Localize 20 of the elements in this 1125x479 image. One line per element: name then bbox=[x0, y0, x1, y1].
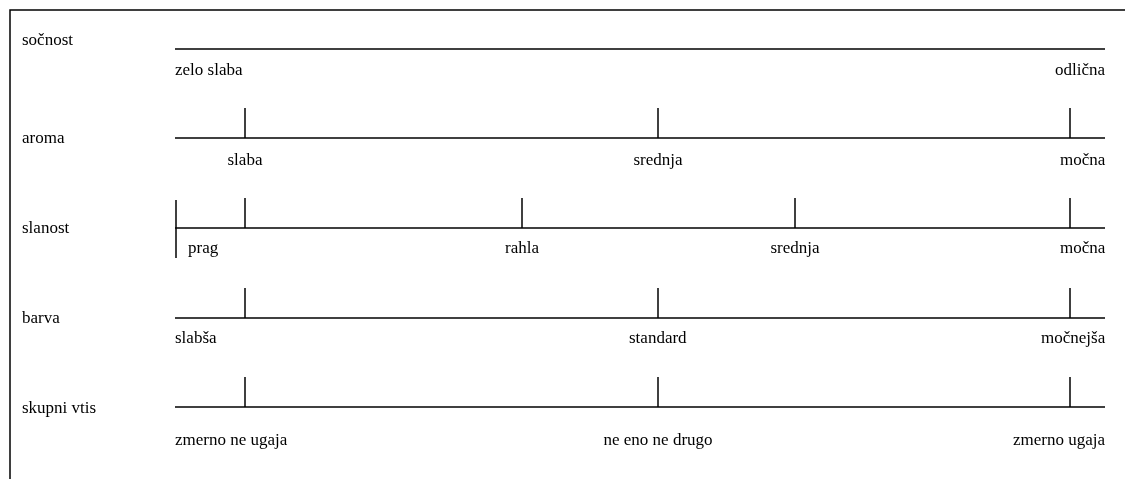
scale-label: slabša bbox=[175, 328, 217, 348]
scale-label: standard bbox=[629, 328, 687, 348]
scale-label: prag bbox=[188, 238, 219, 258]
scale-label: srednja bbox=[633, 150, 683, 170]
scale-label: močna bbox=[1060, 150, 1106, 170]
scale-label: odlična bbox=[1055, 60, 1106, 80]
scale-label: močnejša bbox=[1041, 328, 1106, 348]
scale-label: zelo slaba bbox=[175, 60, 243, 80]
scale-label: zmerno ugaja bbox=[1013, 430, 1106, 450]
attribute-label: aroma bbox=[22, 128, 65, 148]
scale-label: zmerno ne ugaja bbox=[175, 430, 288, 450]
attribute-label: barva bbox=[22, 308, 60, 328]
attribute-label: slanost bbox=[22, 218, 70, 238]
attribute-label: sočnost bbox=[22, 30, 73, 50]
scale-label: ne eno ne drugo bbox=[603, 430, 713, 450]
scale-label: močna bbox=[1060, 238, 1106, 258]
scale-label: rahla bbox=[505, 238, 539, 258]
scale-label: srednja bbox=[770, 238, 820, 258]
scale-label: slaba bbox=[227, 150, 263, 170]
attribute-label: skupni vtis bbox=[22, 398, 97, 418]
